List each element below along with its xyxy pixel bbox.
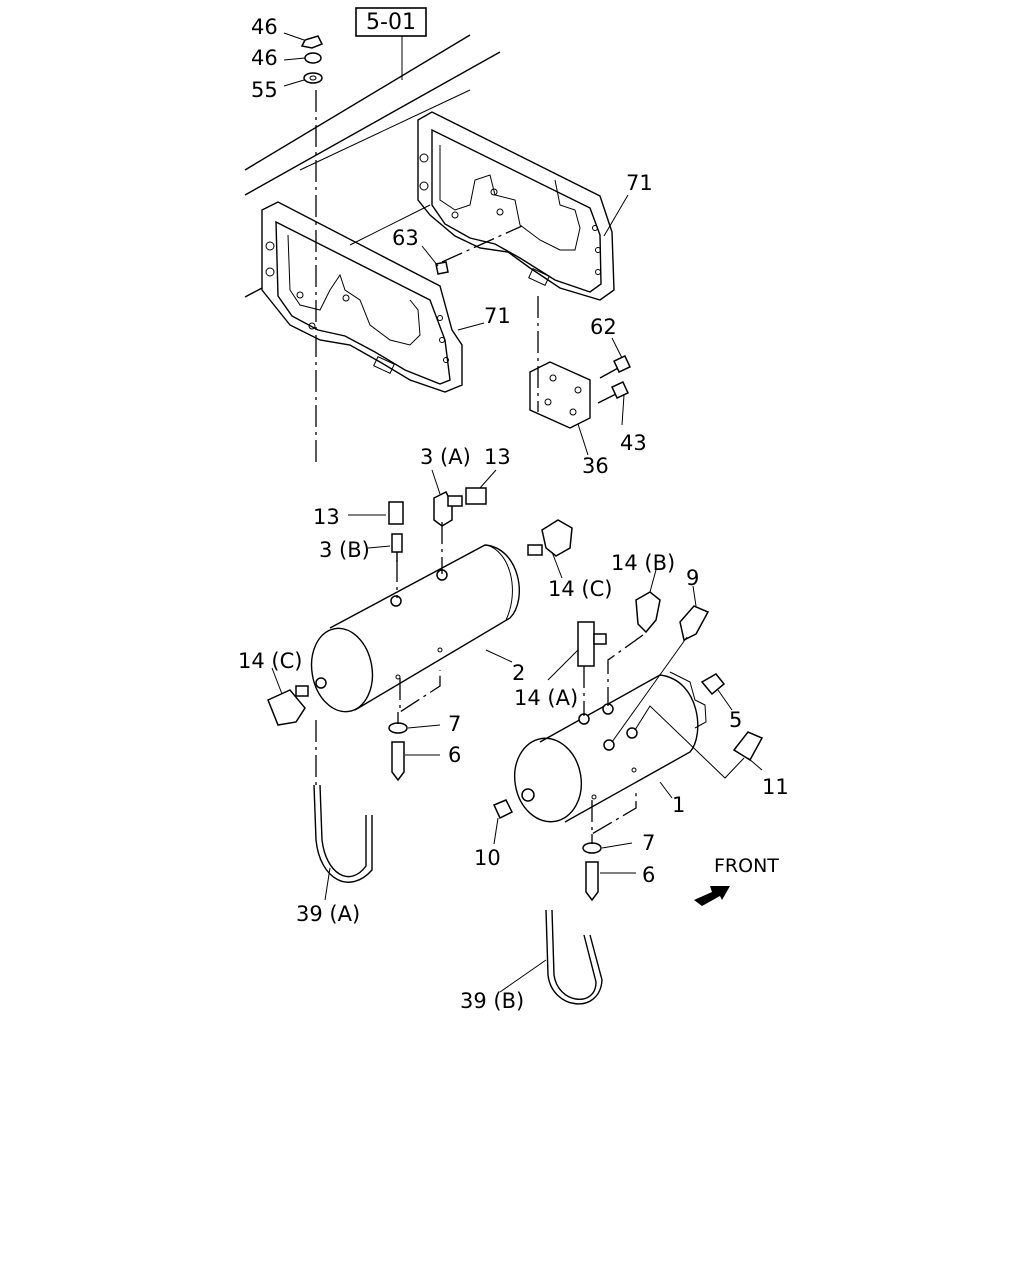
callout-3a: 3 (A) bbox=[420, 445, 471, 469]
front-label: FRONT bbox=[714, 855, 779, 877]
callout-14c-right: 14 (C) bbox=[548, 577, 612, 601]
callout-55: 55 bbox=[251, 78, 278, 102]
leader-lines bbox=[271, 32, 763, 993]
callout-39a: 39 (A) bbox=[296, 902, 360, 926]
callout-14c-left: 14 (C) bbox=[238, 649, 302, 673]
callout-46-upper: 46 bbox=[251, 15, 278, 39]
nut-63 bbox=[435, 261, 449, 275]
callout-1: 1 bbox=[672, 793, 685, 817]
callout-13-right: 13 bbox=[484, 445, 511, 469]
drain-cables bbox=[313, 784, 603, 1005]
reference-box: 5-01 bbox=[355, 7, 427, 37]
callout-14a: 14 (A) bbox=[514, 686, 578, 710]
front-indicator: FRONT bbox=[694, 855, 779, 906]
callout-43: 43 bbox=[620, 431, 647, 455]
callout-6-lower: 6 bbox=[642, 863, 655, 887]
mounting-plate bbox=[529, 355, 631, 429]
callout-63: 63 bbox=[392, 226, 419, 250]
fittings bbox=[267, 487, 764, 902]
callout-7-lower: 7 bbox=[642, 831, 655, 855]
callout-9: 9 bbox=[686, 566, 699, 590]
callout-71-front: 71 bbox=[484, 304, 511, 328]
bracket-front bbox=[261, 201, 463, 393]
centre-lines bbox=[315, 90, 745, 844]
callout-5: 5 bbox=[729, 708, 742, 732]
callout-36: 36 bbox=[582, 454, 609, 478]
callouts: 46 46 55 71 71 63 62 43 36 3 (A) 13 13 3… bbox=[238, 15, 789, 1013]
front-arrow-icon bbox=[694, 886, 730, 906]
callout-62: 62 bbox=[590, 315, 617, 339]
callout-46-lower: 46 bbox=[251, 46, 278, 70]
callout-6-upper: 6 bbox=[448, 743, 461, 767]
callout-7-upper: 7 bbox=[448, 712, 461, 736]
frame-rail bbox=[244, 34, 501, 298]
bracket-rear bbox=[417, 111, 615, 301]
callout-71-rear: 71 bbox=[626, 171, 653, 195]
callout-10: 10 bbox=[474, 846, 501, 870]
air-tank-2 bbox=[310, 544, 520, 713]
callout-14b: 14 (B) bbox=[611, 551, 675, 575]
callout-2: 2 bbox=[512, 661, 525, 685]
callout-39b: 39 (B) bbox=[460, 989, 524, 1013]
top-hardware bbox=[300, 35, 324, 84]
callout-3b: 3 (B) bbox=[319, 538, 370, 562]
callout-13-left: 13 bbox=[313, 505, 340, 529]
reference-box-label: 5-01 bbox=[366, 10, 416, 35]
callout-11: 11 bbox=[762, 775, 789, 799]
